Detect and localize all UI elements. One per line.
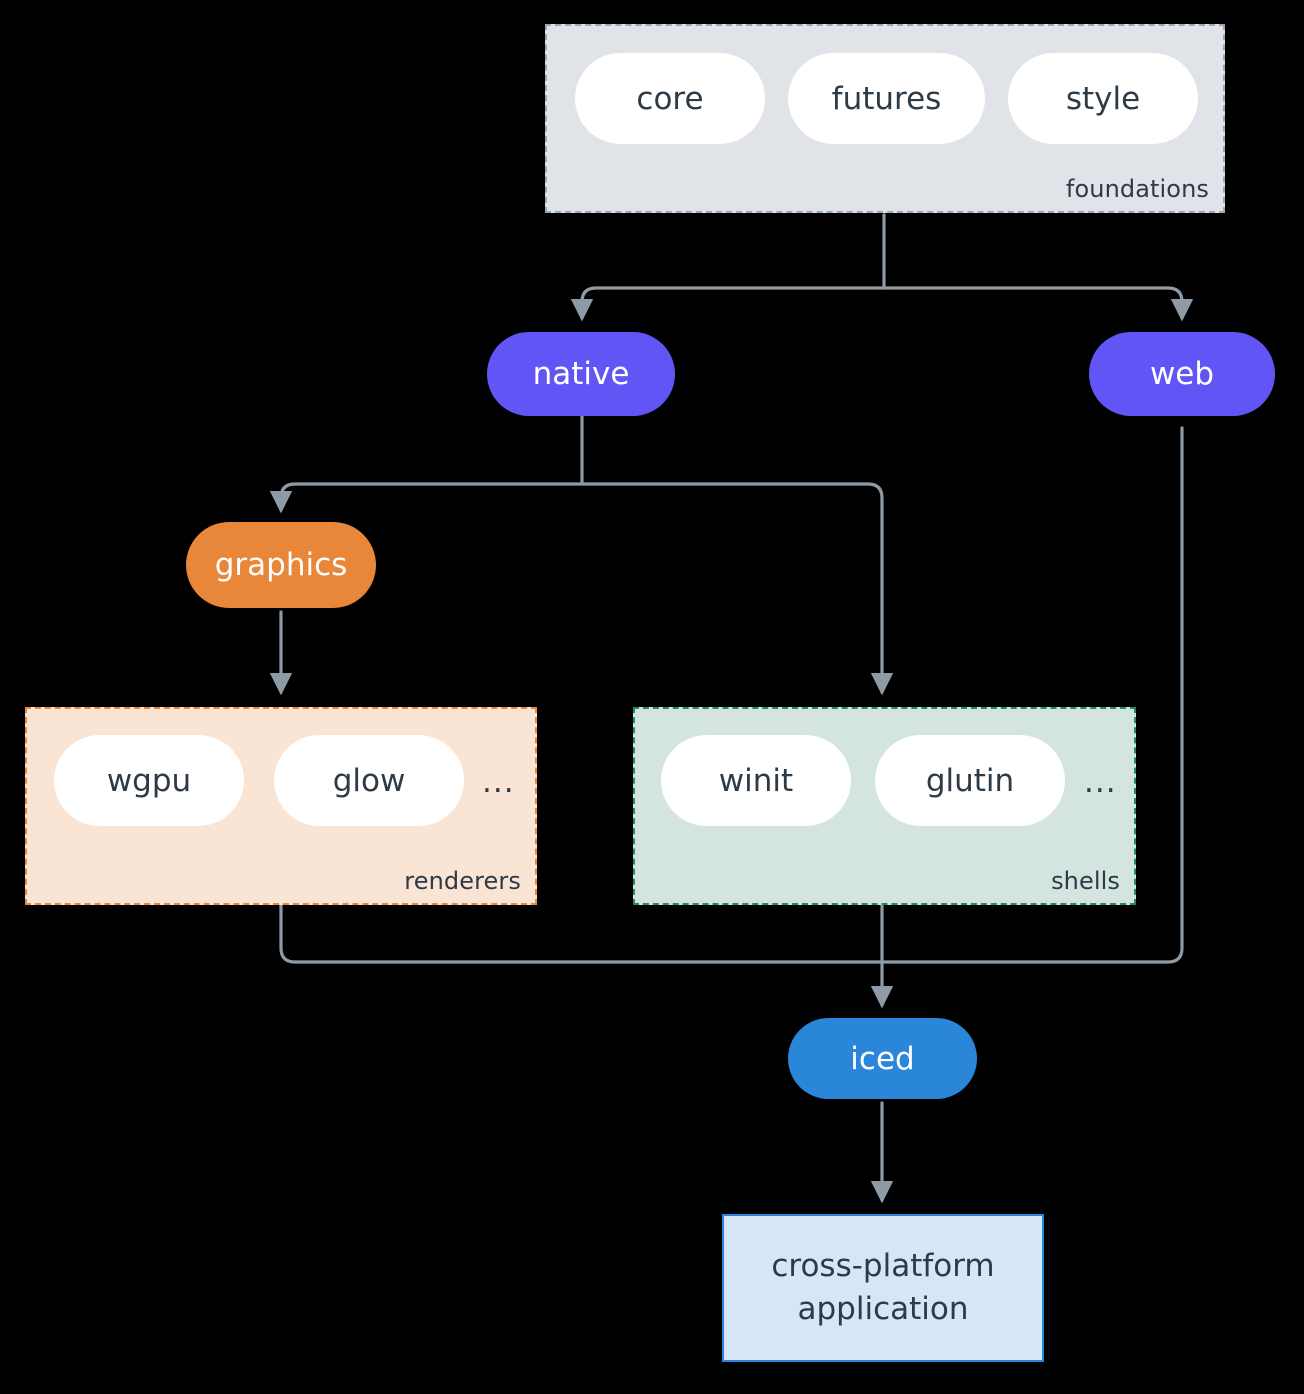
application-label-line1: cross-platform (771, 1248, 995, 1285)
application-label-line2: application (797, 1291, 969, 1327)
member-winit-label: winit (718, 762, 794, 799)
renderers-overflow-ellipsis: ... (482, 764, 515, 800)
member-core[interactable]: core (575, 53, 765, 144)
edge-native-to-graphics (269, 482, 584, 514)
edge-native-to-shells (580, 482, 894, 696)
edge-foundations-to-web (882, 286, 1194, 322)
member-winit[interactable]: winit (661, 735, 851, 826)
cluster-foundations: core futures style foundations (545, 24, 1225, 213)
member-futures-label: futures (831, 80, 942, 117)
node-cross-platform-application[interactable]: cross-platform application (722, 1214, 1044, 1362)
node-graphics-label: graphics (214, 547, 348, 583)
cluster-renderers: wgpu glow ... renderers (25, 707, 537, 905)
member-style-label: style (1065, 80, 1141, 117)
node-native[interactable]: native (487, 332, 675, 416)
member-futures[interactable]: futures (788, 53, 985, 144)
member-wgpu[interactable]: wgpu (54, 735, 244, 826)
member-core-label: core (636, 80, 704, 117)
node-graphics[interactable]: graphics (186, 522, 376, 608)
edge-foundations-to-native (570, 286, 886, 322)
member-glutin[interactable]: glutin (875, 735, 1065, 826)
node-web-label: web (1149, 356, 1215, 392)
member-glow[interactable]: glow (274, 735, 464, 826)
cluster-shells: winit glutin ... shells (633, 707, 1136, 905)
edge-web-to-iced (880, 426, 1184, 964)
member-style[interactable]: style (1008, 53, 1198, 144)
node-web[interactable]: web (1089, 332, 1275, 416)
member-glow-label: glow (332, 762, 406, 799)
node-iced-label: iced (850, 1040, 915, 1077)
member-glutin-label: glutin (925, 762, 1015, 799)
cluster-shells-label: shells (1051, 867, 1120, 895)
cluster-renderers-label: renderers (404, 867, 521, 895)
edge-renderers-to-iced (279, 903, 884, 964)
cluster-foundations-label: foundations (1065, 175, 1209, 203)
node-iced[interactable]: iced (788, 1018, 977, 1099)
shells-overflow-ellipsis: ... (1084, 764, 1117, 800)
node-native-label: native (532, 356, 630, 392)
member-wgpu-label: wgpu (106, 762, 192, 799)
